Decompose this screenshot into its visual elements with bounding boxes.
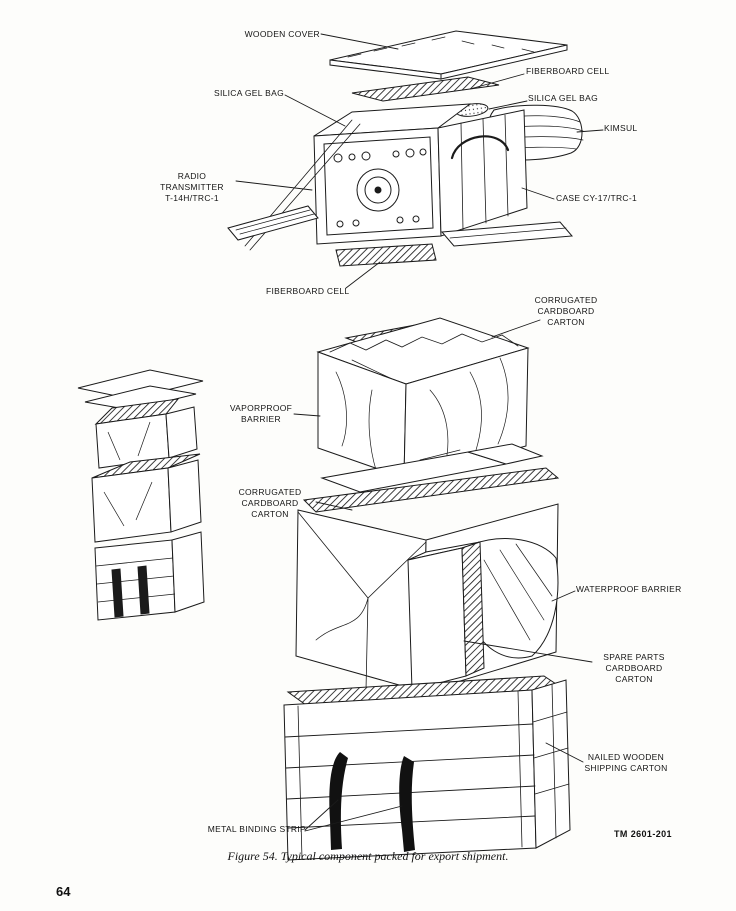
vaporproof-carton-art — [316, 317, 530, 479]
bottom-illustration — [283, 317, 593, 861]
callout-spare-parts-carton: SPARE PARTS CARDBOARD CARTON — [603, 652, 665, 685]
callout-wooden-cover: WOODEN COVER — [244, 29, 320, 39]
page-number: 64 — [56, 884, 71, 899]
spare-parts-carton-art — [407, 541, 485, 691]
lid-flaps-art — [227, 205, 574, 267]
shipping-crate-art — [283, 675, 571, 861]
metal-strap-right — [399, 756, 415, 852]
bottom-leader-lines — [293, 319, 593, 832]
callout-fiberboard-cell-bottom: FIBERBOARD CELL — [266, 286, 350, 296]
callout-silica-gel-bag-right: SILICA GEL BAG — [528, 93, 599, 103]
callout-case: CASE CY-17/TRC-1 — [556, 193, 638, 203]
callout-kimsul: KIMSUL — [604, 123, 638, 133]
callout-silica-gel-bag-left: SILICA GEL BAG — [213, 88, 284, 98]
callout-metal-binding-strip: METAL BINDING STRIP — [207, 824, 306, 834]
callout-fiberboard-cell-top: FIBERBOARD CELL — [526, 66, 610, 76]
wooden-cover-art — [329, 30, 568, 80]
callout-radio-transmitter: RADIO TRANSMITTER T-14H/TRC-1 — [160, 171, 224, 204]
callout-vaporproof-barrier: VAPORPROOF BARRIER — [229, 403, 293, 425]
figure-caption: Figure 54. Typical component packed for … — [227, 849, 509, 863]
top-leader-lines — [235, 33, 604, 289]
top-illustration — [227, 30, 604, 289]
fiberboard-cell-top-art — [351, 76, 500, 102]
metal-strap-left — [329, 752, 348, 850]
callout-nailed-wooden-carton: NAILED WOODEN SHIPPING CARTON — [584, 752, 668, 774]
callout-corrugated-carton-top: CORRUGATED CARDBOARD CARTON — [534, 295, 598, 328]
callout-waterproof-barrier: WATERPROOF BARRIER — [576, 584, 682, 594]
callout-corrugated-carton-left: CORRUGATED CARDBOARD CARTON — [238, 487, 302, 520]
inset-illustration — [77, 369, 205, 621]
case-art — [244, 103, 528, 251]
tm-reference: TM 2601-201 — [614, 829, 672, 839]
